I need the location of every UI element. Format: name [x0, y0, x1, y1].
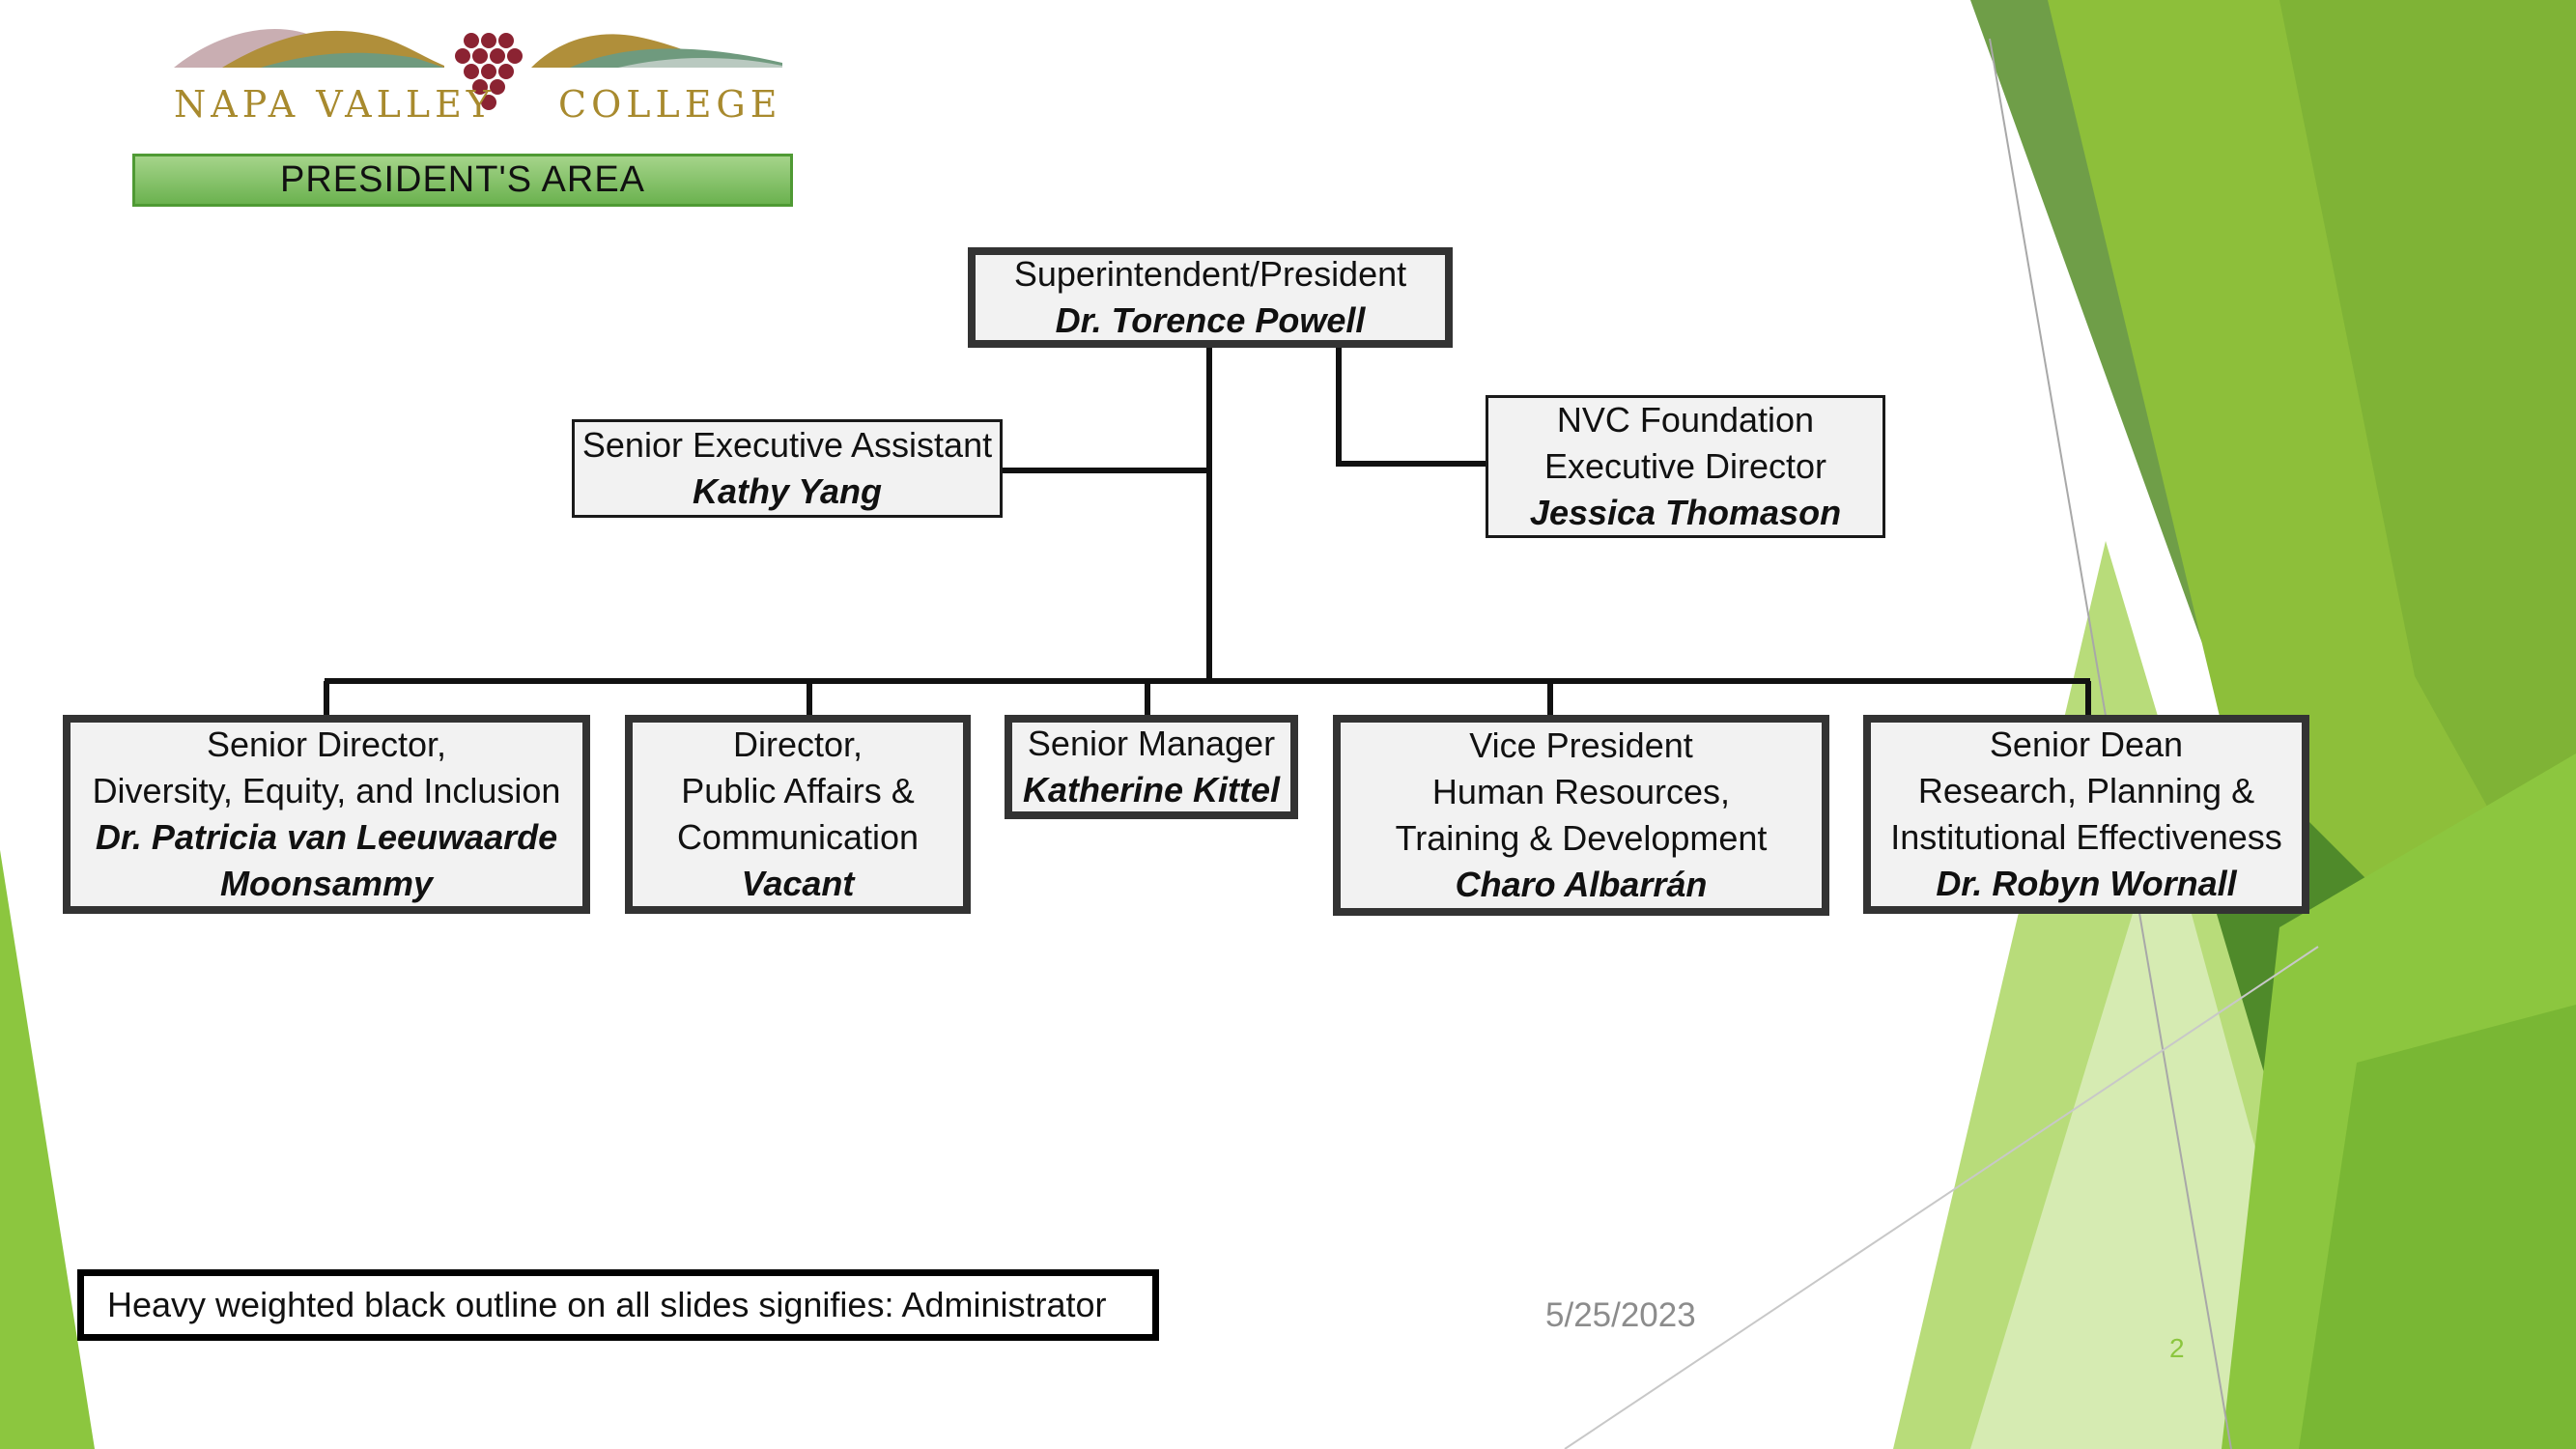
president-name: Dr. Torence Powell [1055, 300, 1366, 340]
vp-hr-title-2: Human Resources, [1431, 772, 1731, 811]
assistant-title: Senior Executive Assistant [581, 425, 993, 465]
org-box-public-affairs-director: Director, Public Affairs & Communication… [625, 715, 971, 914]
org-box-executive-assistant: Senior Executive Assistant Kathy Yang [572, 419, 1003, 518]
senior-dean-title-1: Senior Dean [1989, 724, 2184, 764]
public-affairs-title-3: Communication [676, 817, 920, 857]
vp-hr-name: Charo Albarrán [1455, 865, 1708, 904]
senior-dean-title-2: Research, Planning & [1917, 771, 2255, 810]
dei-name-1: Dr. Patricia van Leeuwaarde [95, 817, 558, 857]
senior-manager-title: Senior Manager [1027, 724, 1276, 763]
org-box-vp-human-resources: Vice President Human Resources, Training… [1333, 715, 1829, 916]
dei-title-2: Diversity, Equity, and Inclusion [92, 771, 561, 810]
administrator-legend: Heavy weighted black outline on all slid… [77, 1269, 1159, 1341]
foundation-name: Jessica Thomason [1529, 493, 1842, 532]
assistant-name: Kathy Yang [692, 471, 883, 511]
vp-hr-title-1: Vice President [1469, 725, 1693, 765]
slide-number: 2 [2169, 1333, 2185, 1363]
foundation-title-1: NVC Foundation [1556, 400, 1815, 440]
hill-grey-right [618, 57, 782, 68]
logo-hills-graphic [174, 29, 782, 110]
dei-title-1: Senior Director, [206, 724, 447, 764]
senior-manager-name: Katherine Kittel [1022, 770, 1281, 810]
decor-line-2 [1564, 946, 2319, 1449]
logo-wordmark-right: COLLEGE [558, 83, 782, 126]
org-box-senior-dean: Senior Dean Research, Planning & Institu… [1863, 715, 2309, 914]
vp-hr-title-3: Training & Development [1395, 818, 1768, 858]
connector-foundation [1336, 345, 1487, 467]
org-box-president: Superintendent/President Dr. Torence Pow… [968, 247, 1453, 348]
org-box-senior-manager: Senior Manager Katherine Kittel [1005, 715, 1298, 819]
logo-wordmark-left: NAPA VALLEY [174, 83, 495, 126]
area-banner: PRESIDENT'S AREA [132, 154, 793, 207]
left-green-wedge [0, 850, 95, 1449]
org-box-dei-director: Senior Director, Diversity, Equity, and … [63, 715, 590, 914]
slide-date: 5/25/2023 [1545, 1296, 1696, 1334]
grape-icon [455, 33, 523, 110]
hill-green-left [261, 52, 444, 68]
senior-dean-title-3: Institutional Effectiveness [1890, 817, 2282, 857]
dei-name-2: Moonsammy [219, 864, 434, 903]
org-box-foundation-director: NVC Foundation Executive Director Jessic… [1486, 395, 1885, 538]
right-facet-bottom [2299, 1005, 2576, 1449]
public-affairs-name: Vacant [741, 864, 855, 903]
college-logo: NAPA VALLEY COLLEGE [164, 10, 782, 126]
public-affairs-title-2: Public Affairs & [681, 771, 915, 810]
senior-dean-name: Dr. Robyn Wornall [1936, 864, 2237, 903]
right-facet-top [2279, 0, 2576, 966]
president-title: Superintendent/President [1013, 254, 1407, 294]
public-affairs-title-1: Director, [732, 724, 863, 764]
foundation-title-2: Executive Director [1543, 446, 1827, 486]
